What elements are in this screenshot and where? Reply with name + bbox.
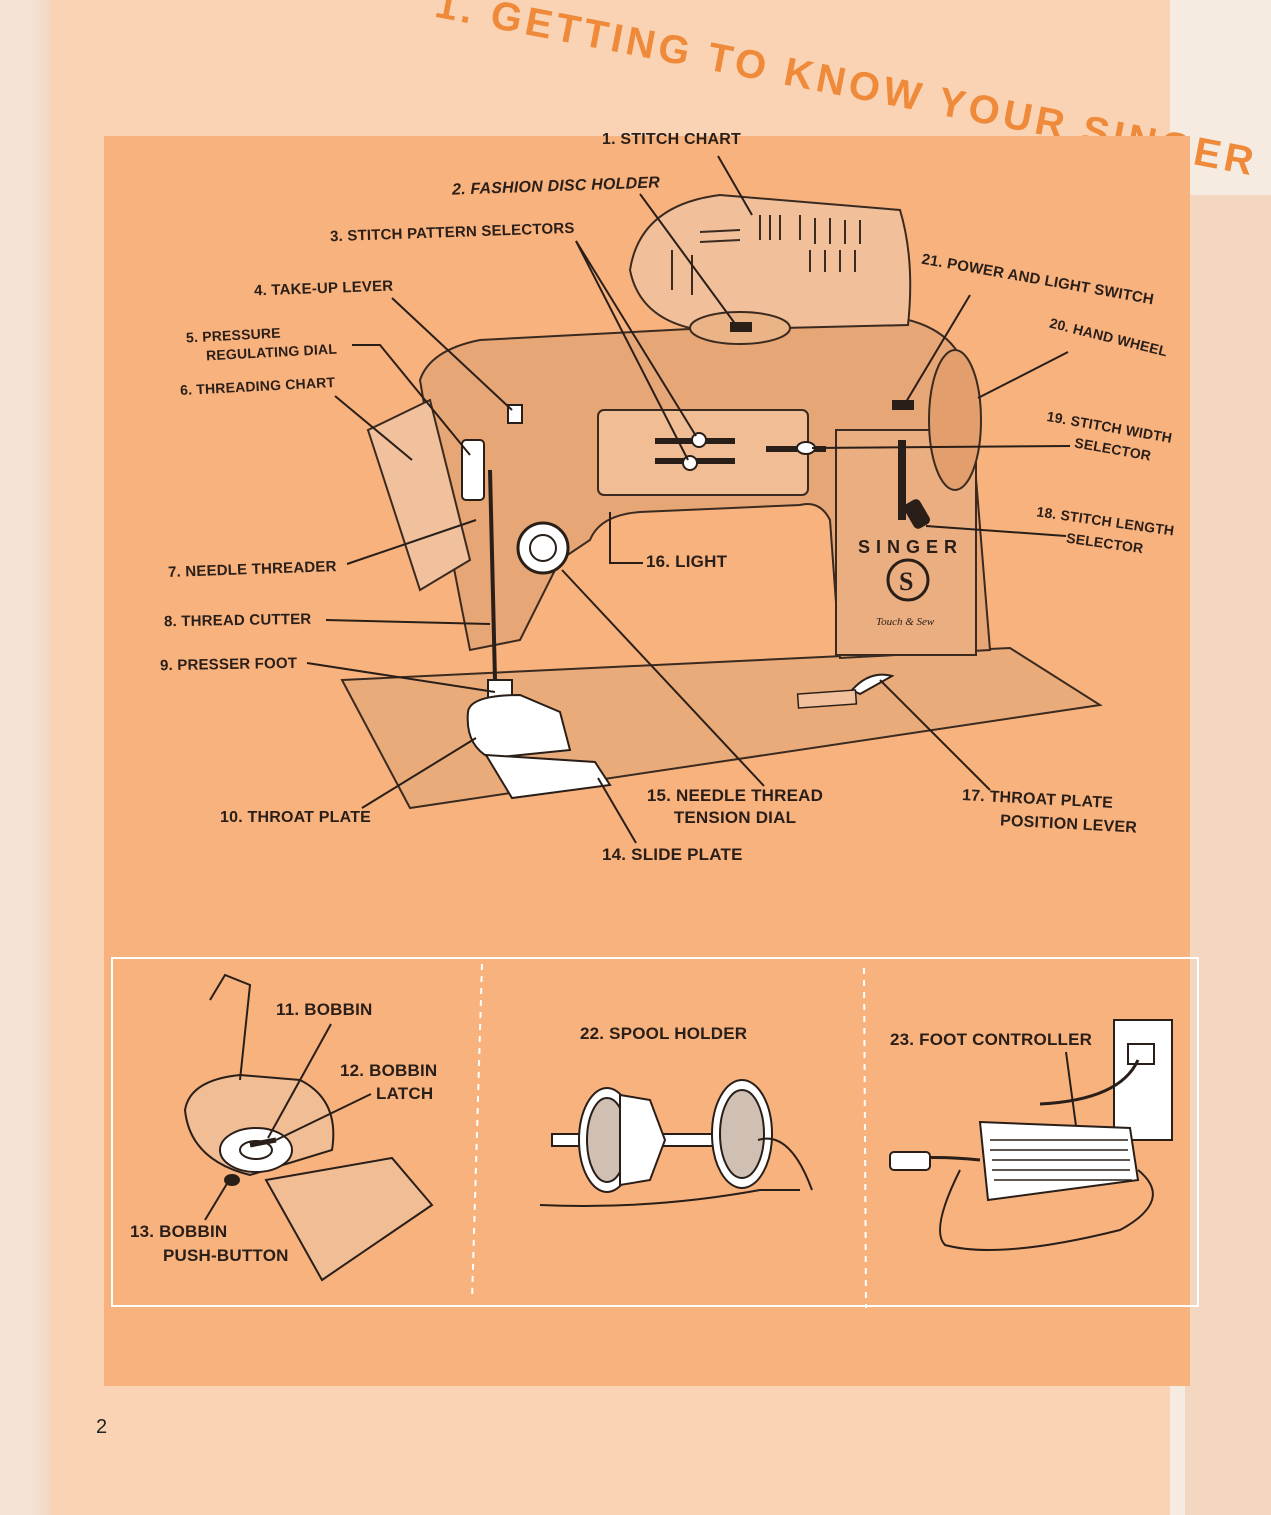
page-number: 2 [96, 1416, 108, 1438]
label-bobbin-latch-line1: 12. BOBBIN [340, 1061, 438, 1080]
model-name: Touch & Sew [876, 616, 935, 628]
foot-controller-illustration [889, 1019, 1173, 1251]
label-bobbin-push-line1: 13. BOBBIN [130, 1222, 228, 1241]
label-foot-controller: 23. FOOT CONTROLLER [890, 1030, 1093, 1049]
inset-frame [111, 957, 1199, 1309]
selector-panel [597, 409, 809, 496]
label-bobbin-latch-line2: LATCH [376, 1084, 434, 1103]
label-light: 16. LIGHT [646, 552, 728, 571]
fashion-disc-knob [730, 322, 752, 332]
pressure-dial [461, 439, 485, 501]
machine-base [340, 646, 1103, 810]
tension-dial [516, 521, 570, 575]
label-stitch-chart: 1. STITCH CHART [602, 131, 741, 148]
pattern-knob-2 [682, 455, 698, 471]
next-page-panel [1185, 195, 1271, 1515]
bobbin-illustration [183, 973, 434, 1282]
pattern-knob-1 [691, 432, 707, 448]
slide-plate [484, 753, 612, 800]
base-plate-badge [796, 689, 858, 709]
label-throat-plate: 10. THROAT PLATE [220, 809, 372, 826]
spool-holder-illustration [539, 1079, 813, 1207]
leader-lines [306, 155, 1071, 844]
power-switch [892, 400, 914, 410]
label-presser-foot: 9. PRESSER FOOT [159, 654, 298, 675]
needle-bar [488, 469, 497, 681]
brand-badge: S [899, 567, 913, 596]
label-bobbin: 11. BOBBIN [276, 1000, 373, 1019]
label-bobbin-push-line2: PUSH-BUTTON [163, 1246, 289, 1265]
stitch-chart-marks [671, 215, 861, 295]
length-knob [904, 499, 930, 529]
hand-wheel [928, 349, 982, 491]
length-slot [898, 440, 906, 520]
brand-badge-ring [886, 558, 930, 602]
label-slide-plate: 14. SLIDE PLATE [602, 845, 743, 864]
brand-name: SINGER [858, 537, 963, 557]
width-slot [766, 446, 826, 452]
label-tension-dial-line1: 15. NEEDLE THREAD [646, 786, 824, 805]
label-thread-cutter: 8. THREAD CUTTER [163, 610, 312, 631]
threading-chart-door [366, 398, 472, 592]
label-tension-dial-line2: TENSION DIAL [673, 808, 797, 827]
throat-plate-lever [850, 673, 895, 696]
label-spool-holder: 22. SPOOL HOLDER [580, 1024, 748, 1043]
throat-plate [466, 693, 572, 760]
